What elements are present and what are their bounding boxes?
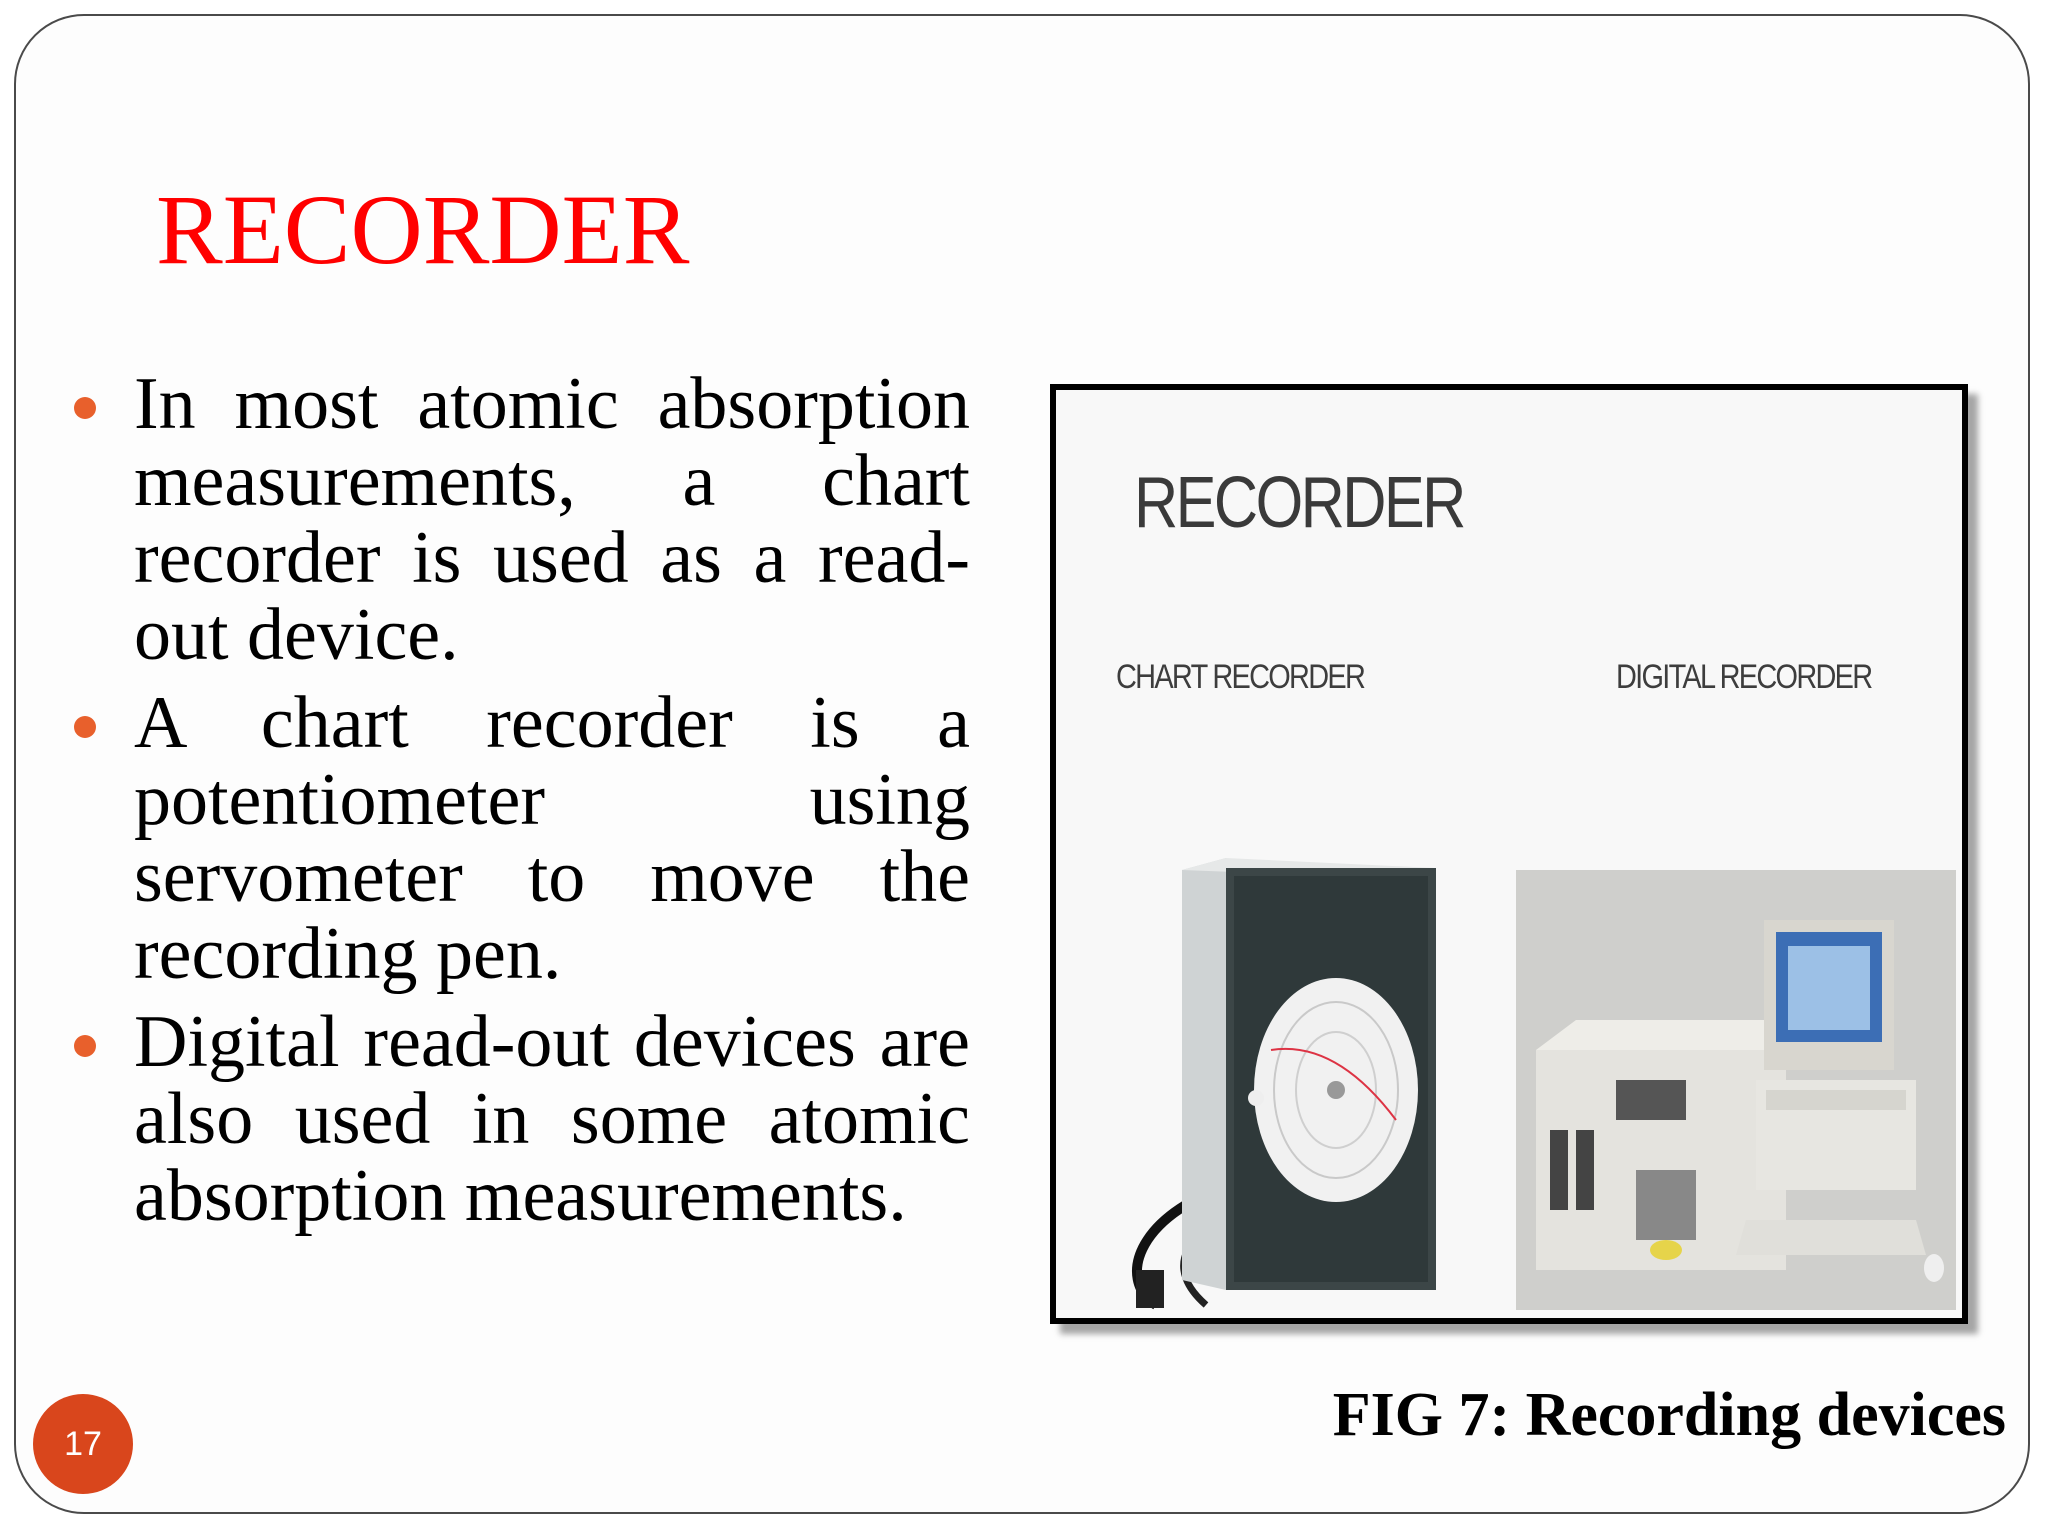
bullet-text: A chart recorder is a potentiometer usin… (134, 682, 970, 995)
digital-recorder-image (1516, 870, 1956, 1310)
page-number-badge: 17 (33, 1394, 133, 1494)
recording-devices-figure: RECORDER CHART RECORDER DIGITAL RECORDER (1050, 384, 1968, 1324)
bullet-item: In most atomic absorption measurements, … (74, 366, 970, 674)
digital-recorder-label: DIGITAL RECORDER (1616, 658, 1873, 696)
bullet-item: Digital read-out devices are also used i… (74, 1004, 970, 1235)
bullet-item: A chart recorder is a potentiometer usin… (74, 685, 970, 993)
slide-title: RECORDER (156, 174, 690, 285)
figure-heading: RECORDER (1134, 463, 1466, 543)
bullet-text: Digital read-out devices are also used i… (134, 1001, 970, 1237)
chart-recorder-image (1132, 858, 1436, 1310)
bullet-dot-icon (74, 716, 96, 738)
bullet-list: In most atomic absorption measurements, … (74, 366, 970, 1246)
bullet-dot-icon (74, 1035, 96, 1057)
bullet-text: In most atomic absorption measurements, … (134, 363, 970, 676)
chart-recorder-label: CHART RECORDER (1116, 658, 1366, 696)
bullet-dot-icon (74, 397, 96, 419)
figure-caption: FIG 7: Recording devices (1332, 1381, 2006, 1449)
